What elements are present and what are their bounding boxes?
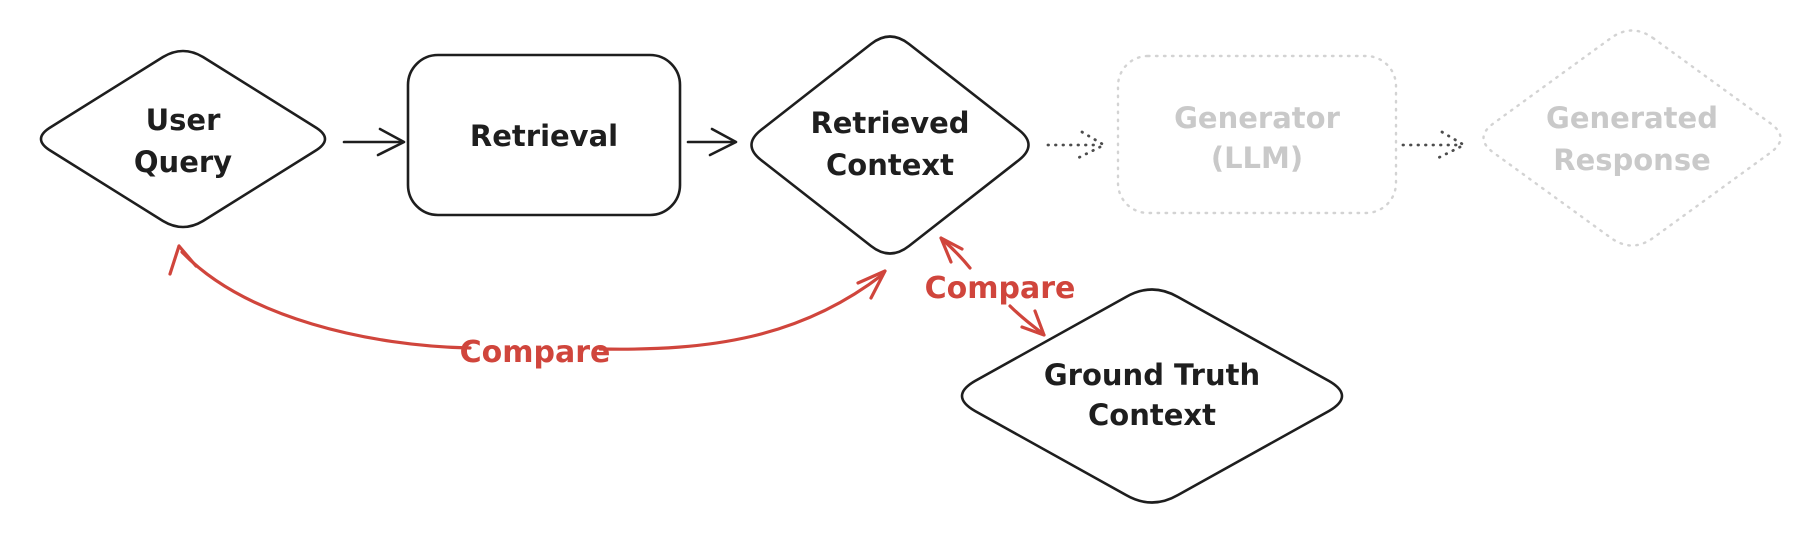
generator-label-line2: (LLM) xyxy=(1211,141,1303,175)
arrow-head-icon xyxy=(856,269,887,300)
arrow-head-icon xyxy=(376,127,406,157)
compare-arrow-up xyxy=(941,238,972,270)
node-retrieval: Retrieval xyxy=(406,53,682,217)
arrow-head-icon xyxy=(939,236,964,264)
user-query-diamond-shape xyxy=(39,49,327,229)
compare-label-ground-truth: Compare xyxy=(925,271,1076,306)
node-generator: Generator (LLM) xyxy=(1116,54,1398,215)
retrieved-context-label-line1: Retrieved xyxy=(810,106,969,140)
retrieved-context-diamond-shape xyxy=(750,35,1030,255)
retrieved-context-label-line2: Context xyxy=(826,148,954,182)
arrow-head-icon xyxy=(1076,130,1107,160)
arrow-head-icon xyxy=(1436,130,1467,160)
edge-compare-retrieved-vs-ground-truth: Compare xyxy=(925,236,1076,337)
edge-retrieval-to-retrieved-context xyxy=(686,127,738,157)
arrow-head-icon xyxy=(1020,309,1046,337)
ground-truth-context-label-line1: Ground Truth xyxy=(1044,358,1260,392)
edge-retrieved-context-to-generator xyxy=(1046,130,1107,160)
node-generated-response: Generated Response xyxy=(1482,29,1782,247)
edge-generator-to-generated-response xyxy=(1401,130,1467,160)
retrieval-label: Retrieval xyxy=(470,119,618,153)
ground-truth-context-diamond-shape xyxy=(960,288,1344,504)
generator-label-line1: Generator xyxy=(1174,101,1340,135)
node-ground-truth-context: Ground Truth Context xyxy=(960,288,1344,504)
ground-truth-context-label-line2: Context xyxy=(1088,398,1216,432)
generated-response-diamond-shape xyxy=(1482,29,1782,247)
generator-rect-shape xyxy=(1116,54,1398,215)
compare-curve-right xyxy=(598,273,884,351)
generated-response-label-line1: Generated xyxy=(1546,101,1718,135)
compare-arrow-down xyxy=(1008,304,1044,335)
arrow-head-icon xyxy=(708,127,738,157)
compare-curve-left xyxy=(180,250,472,350)
node-user-query: User Query xyxy=(39,49,327,229)
retrieval-rect-shape xyxy=(406,53,682,217)
node-retrieved-context: Retrieved Context xyxy=(750,35,1030,255)
compare-label-query-context: Compare xyxy=(460,335,611,370)
arrow-head-icon xyxy=(168,244,198,276)
edge-user-query-to-retrieval xyxy=(342,127,406,157)
user-query-label-line1: User xyxy=(146,103,221,137)
edge-compare-query-vs-retrieved: Compare xyxy=(168,244,887,370)
user-query-label-line2: Query xyxy=(134,145,232,179)
generated-response-label-line2: Response xyxy=(1553,143,1711,177)
